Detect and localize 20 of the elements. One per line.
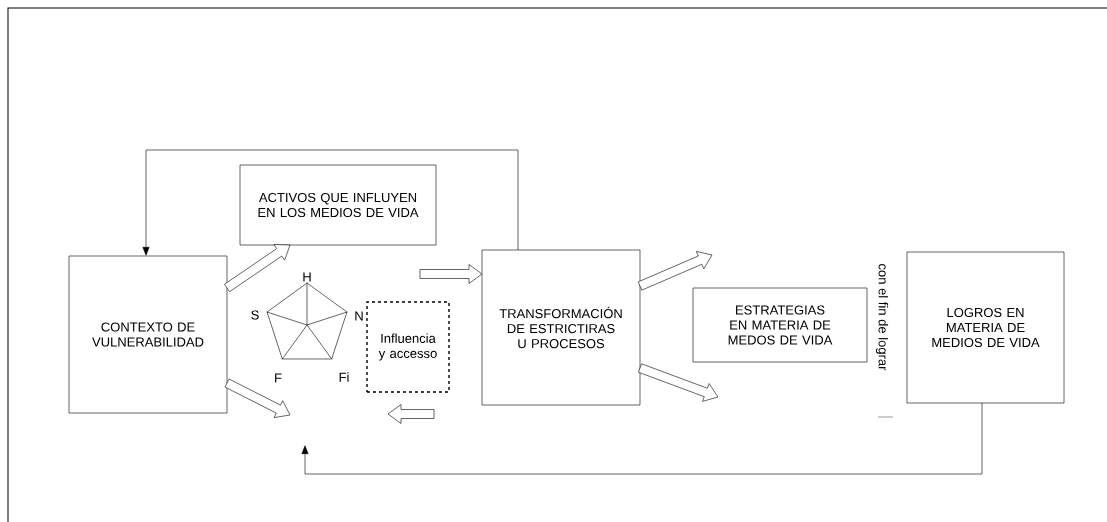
text-box: ACTIVOS QUE INFLUYEN EN LOS MEDIOS DE VIDA xyxy=(239,164,437,246)
vertical-text: con el fin de lograr xyxy=(875,264,889,371)
block-arrow xyxy=(638,363,719,402)
block-arrow xyxy=(224,244,291,293)
dashed-box: Influencia y accesso xyxy=(366,301,450,393)
block-arrow xyxy=(224,378,291,418)
arrow xyxy=(301,402,983,475)
block-arrow xyxy=(419,264,483,284)
corner-letter: H xyxy=(303,272,311,282)
text-box: TRANSFORMACIÓN DE ESTRICTIRAS U PROCESOS xyxy=(481,249,641,406)
pentagon-drawing xyxy=(266,282,348,360)
arrow xyxy=(142,149,519,256)
corner-letter: N xyxy=(355,311,363,321)
corner-letter: S xyxy=(251,310,259,320)
corner-letter: F xyxy=(275,373,282,383)
text-box: LOGROS EN MATERIA DE MEDIOS DE VIDA xyxy=(906,251,1065,404)
block-arrow xyxy=(637,251,713,291)
text-box: CONTEXTO DE VULNERABILIDAD xyxy=(68,255,228,414)
corner-letter: Fi xyxy=(339,372,349,382)
text-box: ESTRATEGIAS EN MATERIA DE MEDOS DE VIDA xyxy=(692,287,868,363)
